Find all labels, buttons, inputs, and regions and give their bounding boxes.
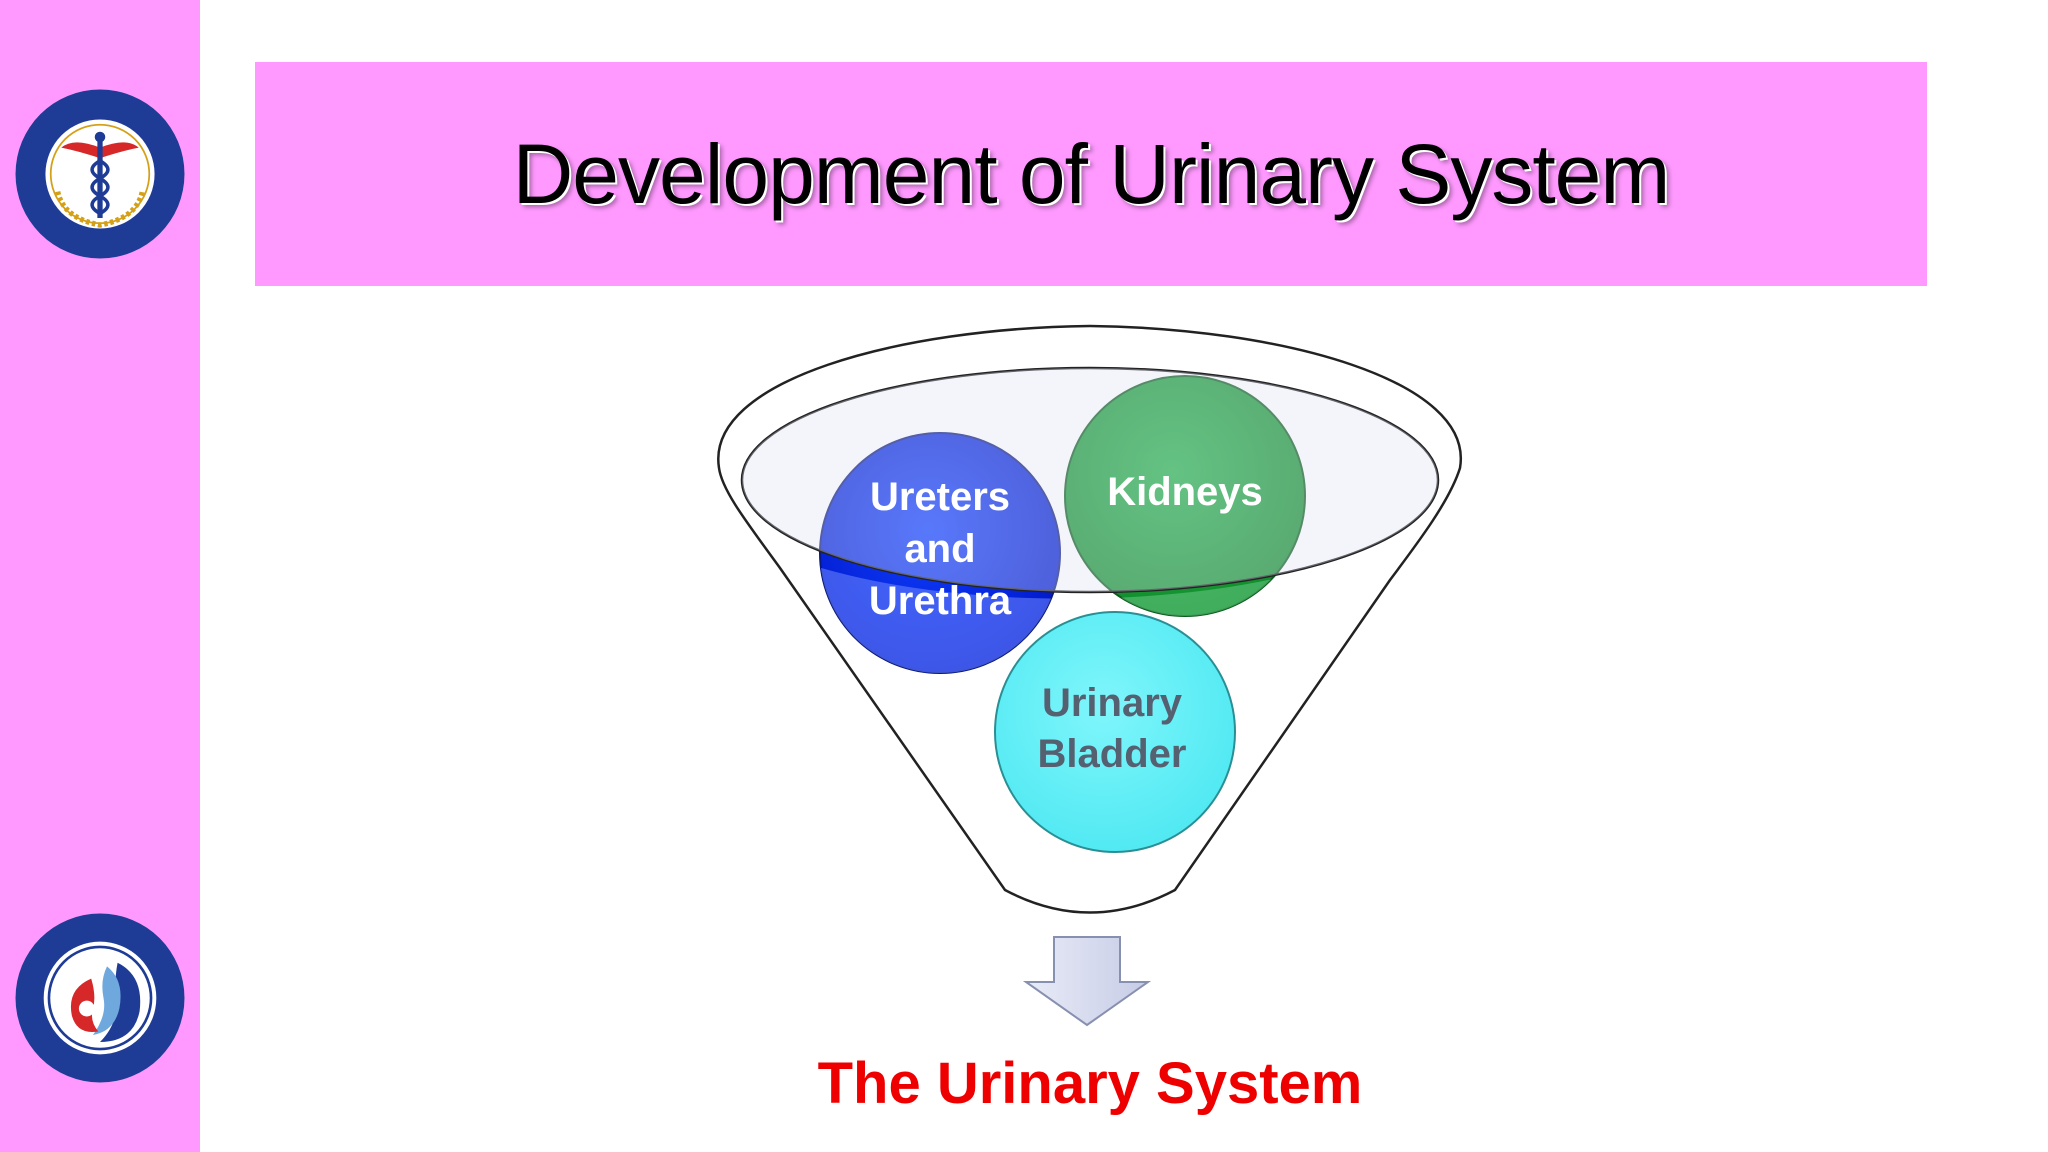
kidneys-circle	[1064, 375, 1306, 617]
down-arrow-icon	[1022, 936, 1152, 1027]
funnel-rim	[740, 366, 1440, 594]
title-banner: Development of Urinary System	[255, 62, 1927, 286]
page-title: Development of Urinary System	[512, 126, 1671, 221]
bladder-label-line-2: Bladder	[1038, 732, 1187, 776]
kidneys-label: Kidneys	[1107, 470, 1263, 514]
bladder-label: Urinary Bladder	[1038, 681, 1187, 776]
bladder-label-line-1: Urinary	[1042, 681, 1183, 725]
ureters-label-line-2: and	[904, 527, 975, 571]
faculty-medicine-logo	[15, 89, 185, 259]
result-label: The Urinary System	[817, 1051, 1363, 1116]
ureters-label-line-1: Ureters	[870, 475, 1010, 519]
orient-hospital-logo	[15, 913, 185, 1083]
ureters-label: Ureters and Urethra	[869, 475, 1012, 623]
ureters-label-line-3: Urethra	[869, 579, 1012, 623]
left-sidebar	[0, 0, 200, 1152]
bladder-circle	[994, 611, 1236, 853]
